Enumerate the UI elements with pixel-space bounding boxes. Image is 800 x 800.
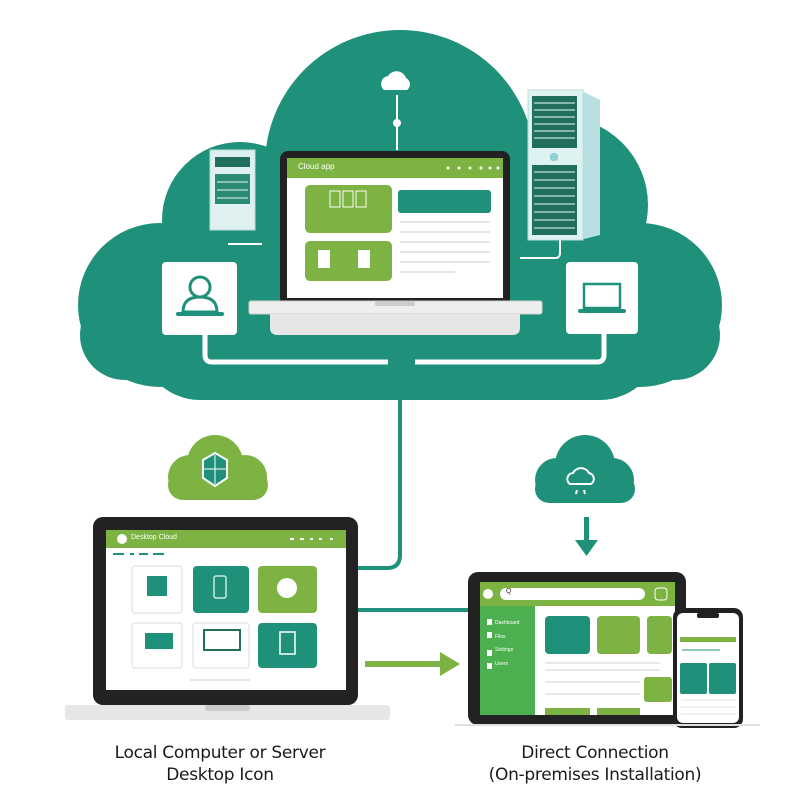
- caption-line: Desktop Icon: [166, 765, 274, 785]
- caption-line: (On-premises Installation): [488, 765, 702, 785]
- package-cloud-icon: [168, 435, 268, 500]
- user-icon: [162, 262, 237, 335]
- center-app-name: Cloud app: [298, 162, 335, 171]
- server-icon: [209, 149, 256, 231]
- caption-line: Direct Connection: [521, 743, 669, 763]
- caption-line: Local Computer or Server: [114, 743, 326, 763]
- tablet-device: [468, 572, 686, 725]
- sidebar-item[interactable]: Dashboard: [495, 620, 520, 626]
- laptop-icon: [566, 262, 638, 334]
- connector-line: [355, 370, 402, 570]
- arrow-right-icon: [365, 652, 460, 676]
- local-app-name: Desktop Cloud: [131, 534, 177, 541]
- tablet-sidebar: Dashboard Files Settings Users: [495, 617, 519, 671]
- cloud-top-icon: [381, 71, 410, 150]
- center-laptop: [248, 151, 543, 335]
- local-laptop: [65, 517, 390, 720]
- tablet-search-input[interactable]: Q: [506, 588, 512, 595]
- sidebar-item[interactable]: Users: [495, 660, 509, 667]
- local-computer-caption: Local Computer or Server Desktop Icon: [80, 742, 360, 786]
- direct-connection-caption: Direct Connection (On-premises Installat…: [450, 742, 740, 786]
- server-tower-icon: [527, 89, 600, 241]
- sidebar-item[interactable]: Files: [495, 633, 506, 640]
- download-cloud-icon: [535, 435, 635, 556]
- phone-device: [673, 608, 743, 728]
- sidebar-item[interactable]: Settings: [495, 647, 514, 653]
